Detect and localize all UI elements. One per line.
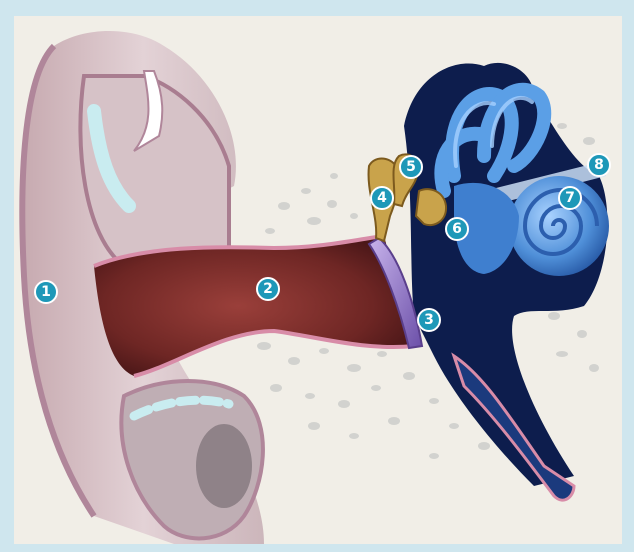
label-marker-4: 4 [370,186,394,210]
label-marker-5: 5 [399,155,423,179]
label-marker-8: 8 [587,153,611,177]
label-marker-3: 3 [417,308,441,332]
marker-number: 2 [263,282,273,296]
marker-number: 4 [377,191,387,205]
marker-number: 7 [565,191,575,205]
ear-canal [94,236,414,376]
lobe-shadow [196,424,252,508]
marker-number: 1 [41,285,51,299]
marker-number: 5 [406,160,416,174]
ear-anatomy-illustration: 1 2 3 4 5 6 7 8 [14,16,622,544]
label-marker-6: 6 [445,217,469,241]
label-marker-1: 1 [34,280,58,304]
label-marker-2: 2 [256,277,280,301]
marker-number: 3 [424,313,434,327]
ear-cross-section-drawing [14,16,622,544]
label-marker-7: 7 [558,186,582,210]
marker-number: 6 [452,222,462,236]
marker-number: 8 [594,158,604,172]
